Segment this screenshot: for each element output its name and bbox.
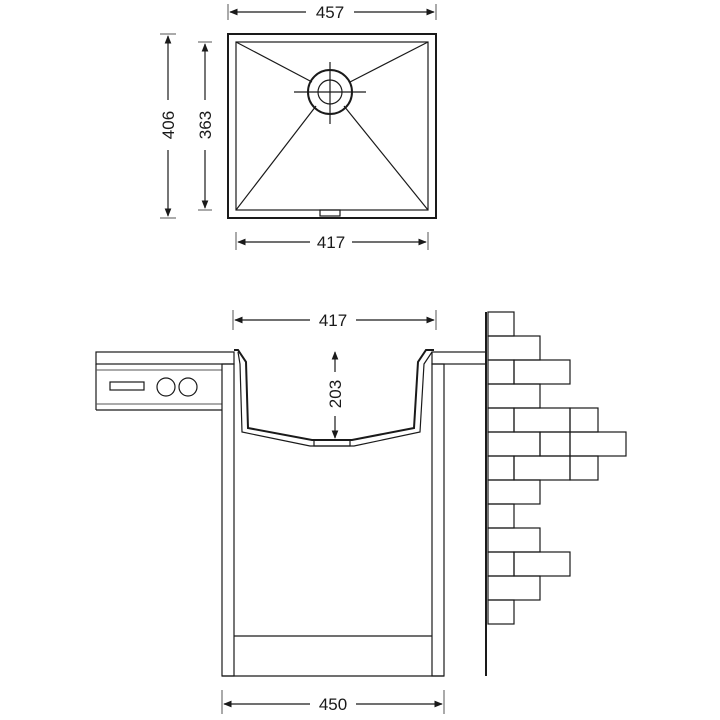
- top-view: 457 417 406 363: [159, 3, 437, 252]
- sink-outer-rim: [227, 33, 437, 219]
- dimension-bowl-depth: 203: [326, 351, 345, 439]
- dimension-label-417-top: 417: [317, 233, 345, 252]
- sink-drain-outlet: [313, 439, 351, 447]
- appliance-knob: [156, 377, 176, 397]
- cabinet-wall-right: [431, 363, 445, 677]
- overflow-slot: [319, 209, 341, 217]
- appliance-panel: [95, 364, 222, 411]
- bowl-slope-line: [349, 41, 429, 83]
- dimension-label-406: 406: [159, 111, 178, 139]
- dimension-label-363: 363: [196, 111, 215, 139]
- bowl-slope-line: [343, 105, 429, 211]
- dimension-label-203: 203: [326, 380, 345, 408]
- appliance-display: [109, 381, 145, 391]
- dimension-bowl-width: 417: [232, 310, 437, 330]
- bowl-slope-line: [235, 41, 313, 83]
- dimension-outer-depth: 406: [159, 33, 178, 219]
- appliance-knob: [178, 377, 198, 397]
- dimension-label-457: 457: [316, 3, 344, 22]
- sink-bowl-section: [234, 349, 434, 447]
- brick-wall: [485, 311, 627, 676]
- sink-inner-bowl: [235, 41, 429, 211]
- dimension-cabinet-width: 450: [221, 690, 445, 714]
- dimension-label-450: 450: [319, 695, 347, 714]
- countertop-right: [431, 351, 487, 365]
- bowl-slope-line: [235, 105, 317, 211]
- dimension-outer-width: 457: [227, 3, 437, 22]
- dimension-inner-depth: 363: [196, 41, 215, 211]
- countertop-left: [95, 351, 235, 365]
- cabinet-wall-left: [221, 363, 235, 677]
- dimension-label-417-section: 417: [319, 311, 347, 330]
- section-view: 417 203: [95, 310, 627, 714]
- dimension-inner-width: 417: [235, 232, 429, 252]
